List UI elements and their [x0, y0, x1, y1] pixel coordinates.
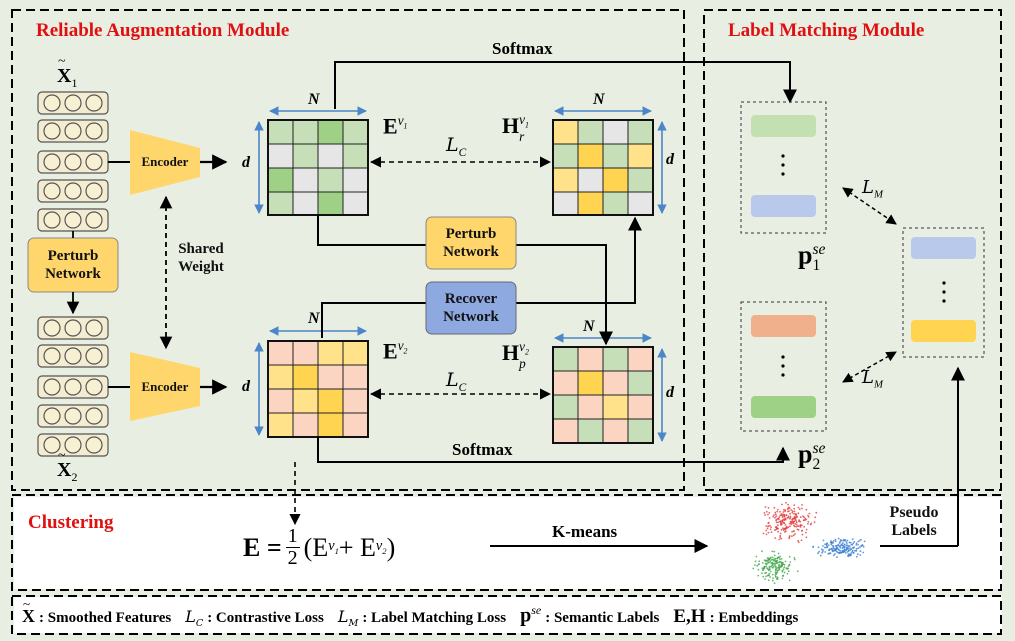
dim-d-hr: d — [666, 151, 674, 168]
dim-d-e2: d — [242, 378, 250, 395]
dim-d-e1: d — [242, 154, 250, 171]
title-reliable-augmentation: Reliable Augmentation Module — [36, 20, 290, 41]
symbol-lc-top: LC — [446, 134, 467, 159]
label-matching-frame — [703, 9, 1002, 491]
dim-n-e2: N — [308, 310, 320, 327]
legend-background — [14, 597, 1002, 633]
matrix-e-v2 — [267, 340, 369, 438]
legend-smoothed: : Smoothed Features — [39, 609, 172, 626]
bar-p1-green — [751, 115, 816, 137]
dots-p2 — [781, 355, 785, 377]
legend-eh-symbol: E,H — [673, 605, 706, 627]
perturb-network-mid-label: Perturb Network — [443, 226, 499, 260]
bar-p2-green — [751, 396, 816, 418]
semantic-box-pseudo — [902, 227, 985, 358]
feature-stack-x1 — [37, 91, 109, 232]
symbol-x1: ~X1 — [57, 54, 78, 90]
encoder-top-label: Encoder — [141, 154, 189, 169]
matrix-e-v1 — [267, 119, 369, 216]
softmax-top-label: Softmax — [492, 39, 553, 58]
pseudo-labels-label: Pseudo Labels — [889, 504, 939, 539]
title-label-matching: Label Matching Module — [728, 20, 925, 41]
matrix-h-p-v2 — [552, 346, 654, 444]
legend-p-symbol: pse — [520, 603, 542, 627]
legend-frame — [11, 595, 1002, 635]
dimension-arrows — [254, 106, 667, 442]
symbol-lc-bottom: LC — [446, 369, 467, 394]
symbol-lm-bottom: LM — [862, 367, 883, 391]
semantic-box-p2 — [740, 301, 827, 432]
reliable-augmentation-frame — [11, 9, 685, 491]
bar-pseudo-yellow — [911, 320, 976, 342]
bar-p1-blue — [751, 195, 816, 217]
softmax-bottom-arrow — [317, 437, 790, 463]
label-matching-arrow-bottom — [842, 351, 897, 383]
label-matching-arrow-top — [842, 187, 897, 225]
semantic-box-p1 — [740, 101, 827, 234]
dots-p1 — [781, 154, 785, 176]
clustering-frame — [11, 494, 1002, 591]
legend-semantic: : Semantic Labels — [545, 609, 660, 626]
legend-embeddings: : Embeddings — [709, 609, 799, 626]
feature-stack-x2 — [37, 316, 109, 457]
legend-lc-symbol: LC — [185, 606, 204, 629]
perturb-network-mid-box — [425, 216, 517, 270]
softmax-bottom-label: Softmax — [452, 440, 513, 459]
symbol-x2: ~X2 — [57, 448, 78, 484]
shared-weight-label: Shared Weight — [178, 241, 224, 275]
symbol-e-v1: Ev1 — [383, 113, 408, 139]
kmeans-label: K-means — [552, 522, 618, 541]
recover-network-label: Recover Network — [443, 291, 499, 325]
encoder-bottom-label: Encoder — [141, 379, 189, 394]
legend-row: ~X : Smoothed Features LC : Contrastive … — [22, 595, 799, 629]
clustering-background — [14, 497, 1002, 589]
softmax-top-arrow — [334, 61, 797, 109]
recover-network-box — [425, 281, 517, 335]
perturb-network-left-label: Perturb Network — [45, 248, 101, 282]
symbol-e-v2: Ev2 — [383, 338, 408, 364]
legend-lm-symbol: LM — [337, 606, 359, 629]
dim-n-e1: N — [308, 91, 320, 108]
dim-d-hp: d — [666, 384, 674, 401]
title-clustering: Clustering — [28, 512, 114, 533]
legend-contrastive: : Contrastive Loss — [207, 609, 324, 626]
bar-pseudo-blue — [911, 237, 976, 259]
legend-label-matching: : Label Matching Loss — [362, 609, 507, 626]
symbol-lm-top: LM — [862, 177, 883, 201]
legend-x-symbol: ~X — [22, 595, 35, 626]
bar-p2-orange — [751, 315, 816, 337]
matrix-h-r-v1 — [552, 119, 654, 216]
dim-n-hp: N — [583, 318, 595, 335]
encoder-bottom-shape — [130, 352, 200, 421]
dim-n-hr: N — [593, 91, 605, 108]
encoder-top-shape — [130, 130, 200, 195]
dots-pseudo — [942, 281, 946, 303]
cluster-scatter — [752, 501, 866, 585]
